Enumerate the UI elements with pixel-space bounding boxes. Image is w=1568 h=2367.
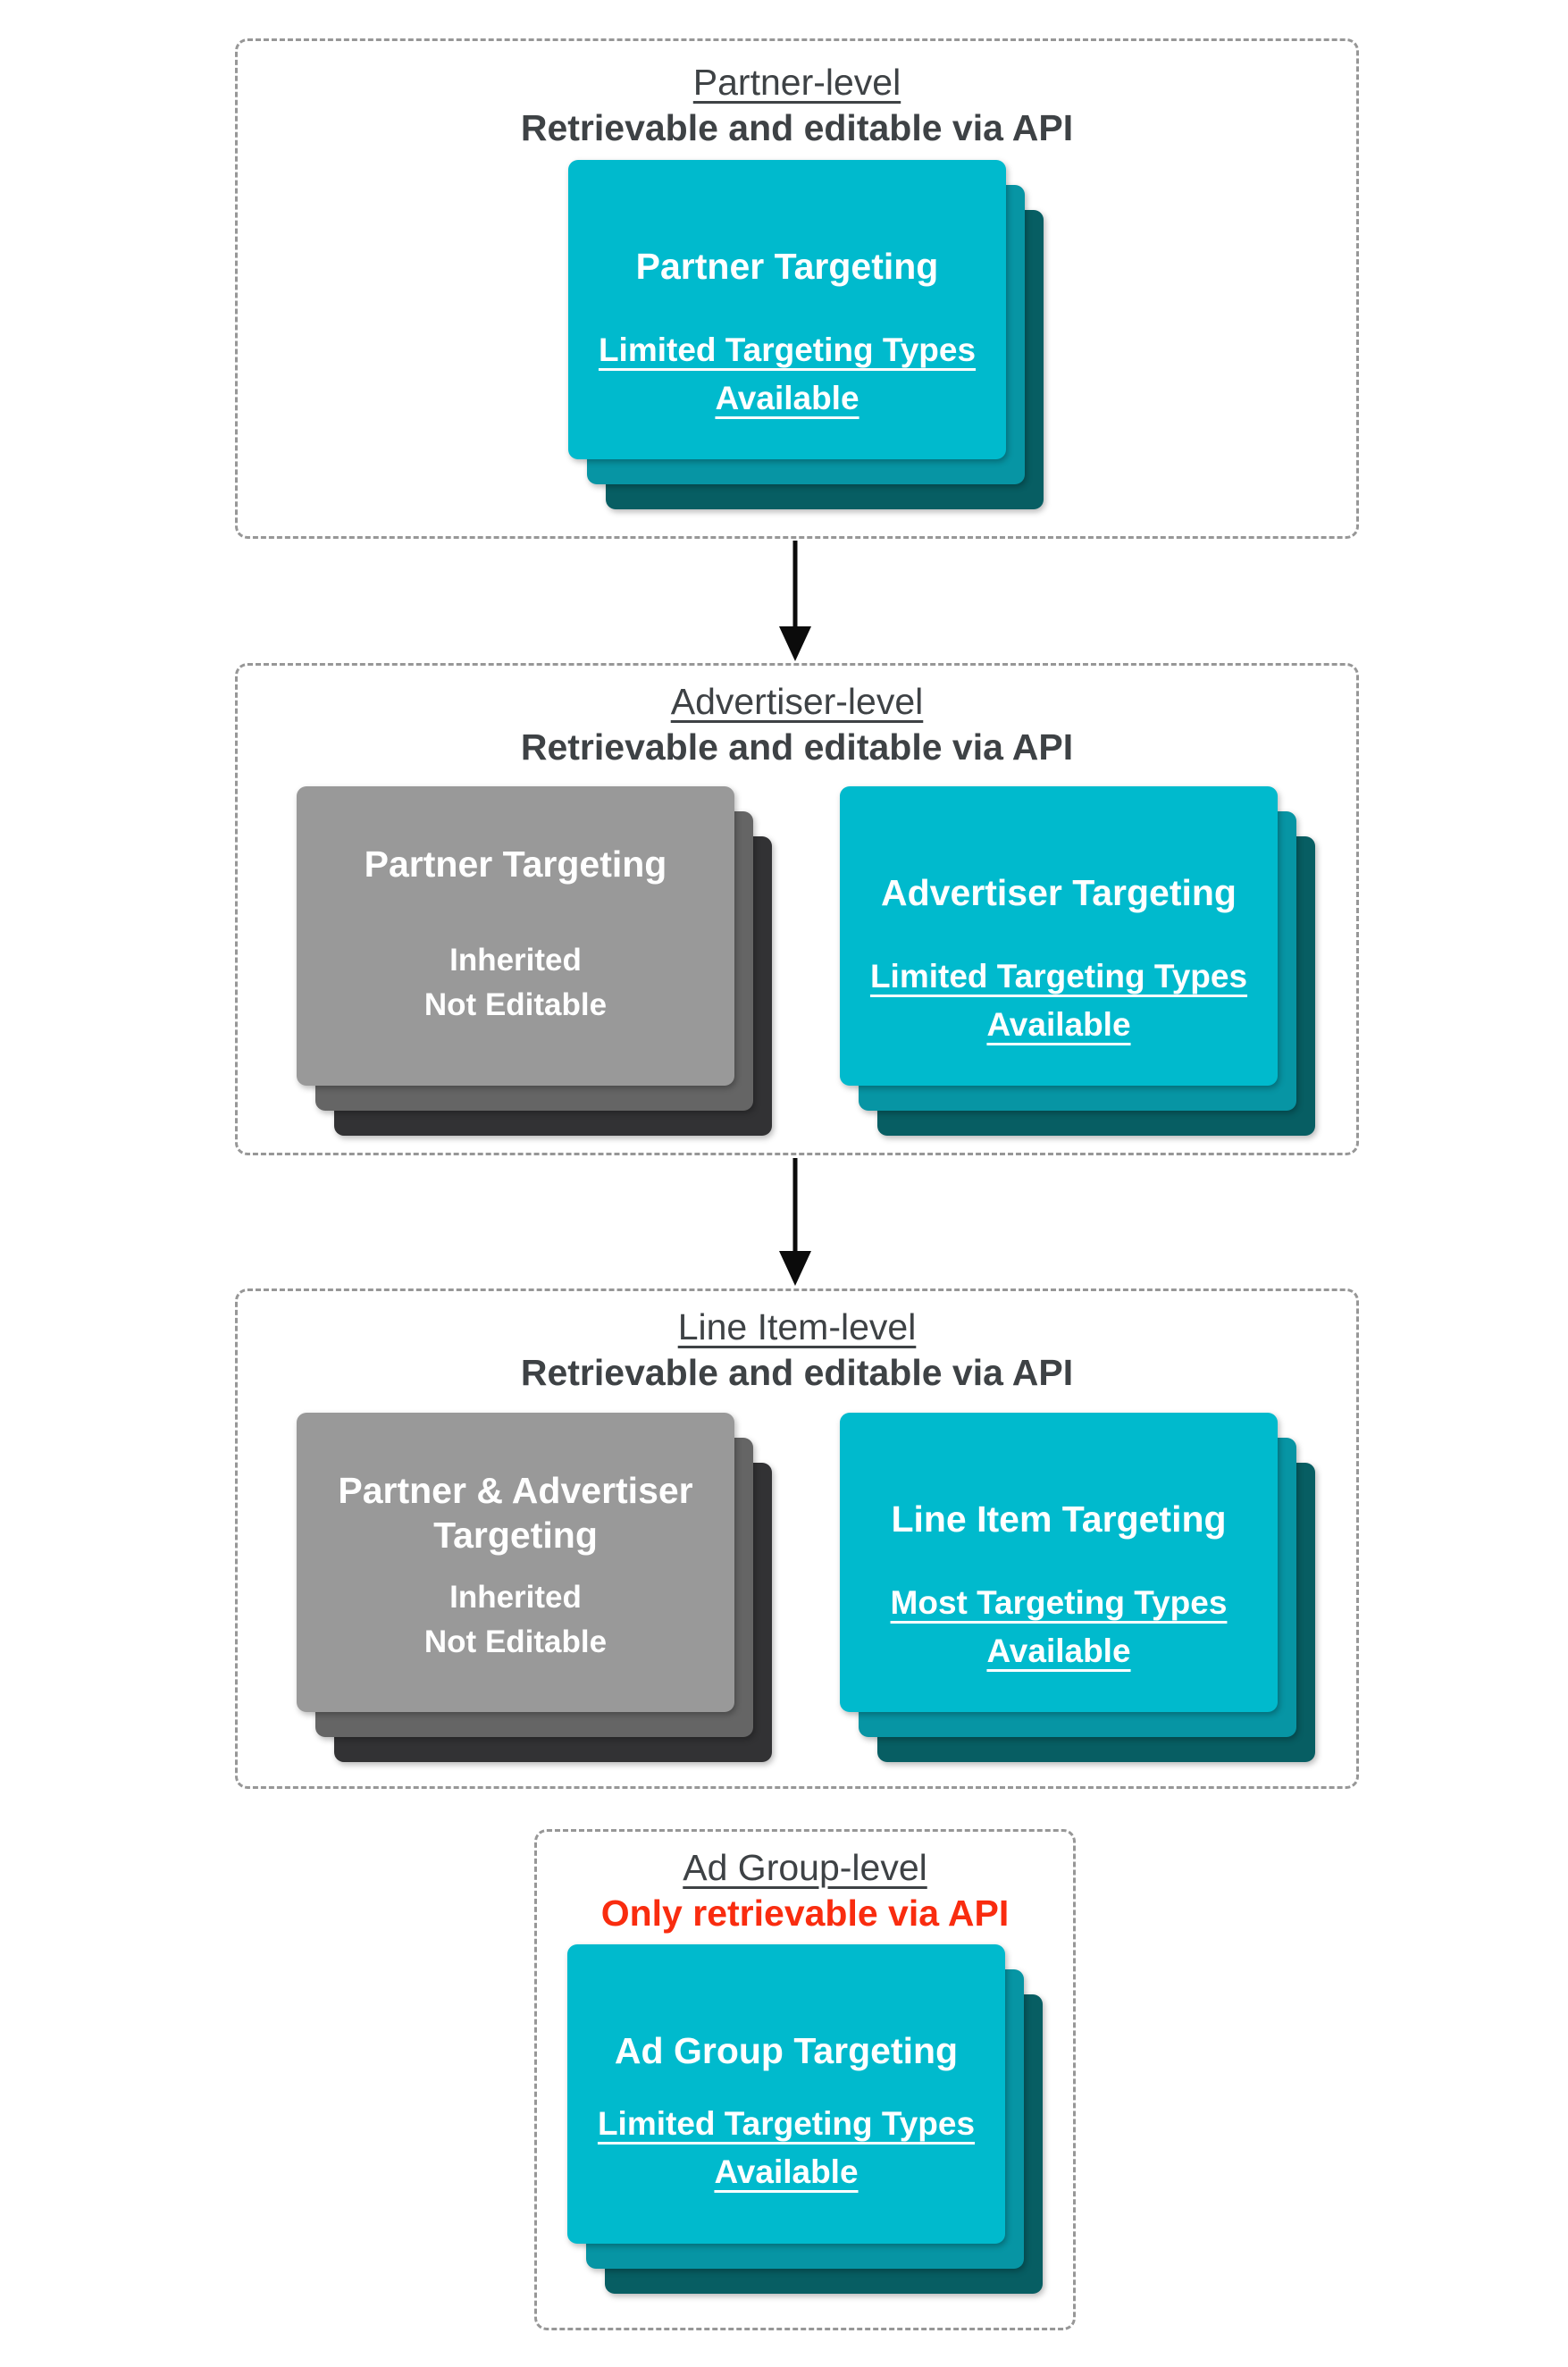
card-body: Inherited Not Editable <box>297 938 734 1028</box>
section-title: Advertiser-level <box>670 681 924 722</box>
flow-arrow-advertiser-to-line-item <box>779 1158 811 1286</box>
card-body-line: Not Editable <box>423 1624 608 1659</box>
advertiser-targeting-card: Advertiser Targeting Limited Targeting T… <box>840 786 1278 1086</box>
partner-targeting-card-stack: Partner Targeting Limited Targeting Type… <box>568 160 1045 509</box>
section-line-item-header: Line Item-level Retrievable and editable… <box>238 1291 1356 1395</box>
card-title: Line Item Targeting <box>891 1498 1227 1540</box>
section-title: Line Item-level <box>677 1306 917 1347</box>
section-title: Partner-level <box>692 62 901 103</box>
card-title: Partner & Advertiser Targeting <box>338 1470 693 1556</box>
card-subtitle-link-style: Limited Targeting Types Available <box>597 2105 976 2190</box>
section-partner-header: Partner-level Retrievable and editable v… <box>238 41 1356 150</box>
section-title: Ad Group-level <box>683 1847 927 1888</box>
flow-arrow-partner-to-advertiser <box>779 541 811 661</box>
advertiser-targeting-card-stack: Advertiser Targeting Limited Targeting T… <box>840 786 1317 1136</box>
card-title: Partner Targeting <box>635 246 939 287</box>
card-subtitle-link-style: Most Targeting Types Available <box>890 1584 1228 1669</box>
section-advertiser-header: Advertiser-level Retrievable and editabl… <box>238 666 1356 769</box>
section-subtitle: Retrievable and editable via API <box>520 1352 1074 1393</box>
section-subtitle: Retrievable and editable via API <box>520 107 1074 148</box>
card-subtitle-link-style: Limited Targeting Types Available <box>869 958 1248 1043</box>
section-ad-group-header: Ad Group-level Only retrievable via API <box>537 1832 1073 1935</box>
card-body-line: Not Editable <box>423 987 608 1022</box>
section-advertiser-level: Advertiser-level Retrievable and editabl… <box>235 663 1359 1155</box>
card-subtitle-link-style: Limited Targeting Types Available <box>598 332 977 416</box>
inherited-partner-advertiser-targeting-card-stack: Partner & Advertiser Targeting Inherited… <box>297 1413 774 1762</box>
card-body: Inherited Not Editable <box>297 1575 734 1665</box>
card-title: Ad Group Targeting <box>614 2030 959 2071</box>
card-body-line: Inherited <box>449 1580 582 1615</box>
partner-targeting-card: Partner Targeting Limited Targeting Type… <box>568 160 1006 459</box>
section-subtitle: Retrievable and editable via API <box>520 726 1074 768</box>
inherited-partner-targeting-card: Partner Targeting Inherited Not Editable <box>297 786 734 1086</box>
section-subtitle-warning: Only retrievable via API <box>600 1893 1010 1934</box>
section-line-item-level: Line Item-level Retrievable and editable… <box>235 1288 1359 1789</box>
card-title: Partner Targeting <box>364 844 667 885</box>
inherited-partner-targeting-card-stack: Partner Targeting Inherited Not Editable <box>297 786 774 1136</box>
section-partner-level: Partner-level Retrievable and editable v… <box>235 38 1359 539</box>
ad-group-targeting-card-stack: Ad Group Targeting Limited Targeting Typ… <box>567 1944 1044 2294</box>
card-body-line: Inherited <box>449 943 582 978</box>
section-ad-group-level: Ad Group-level Only retrievable via API <box>534 1829 1076 2330</box>
card-title: Advertiser Targeting <box>881 872 1237 913</box>
ad-group-targeting-card: Ad Group Targeting Limited Targeting Typ… <box>567 1944 1005 2244</box>
line-item-targeting-card-stack: Line Item Targeting Most Targeting Types… <box>840 1413 1317 1762</box>
inherited-partner-advertiser-targeting-card: Partner & Advertiser Targeting Inherited… <box>297 1413 734 1712</box>
line-item-targeting-card: Line Item Targeting Most Targeting Types… <box>840 1413 1278 1712</box>
